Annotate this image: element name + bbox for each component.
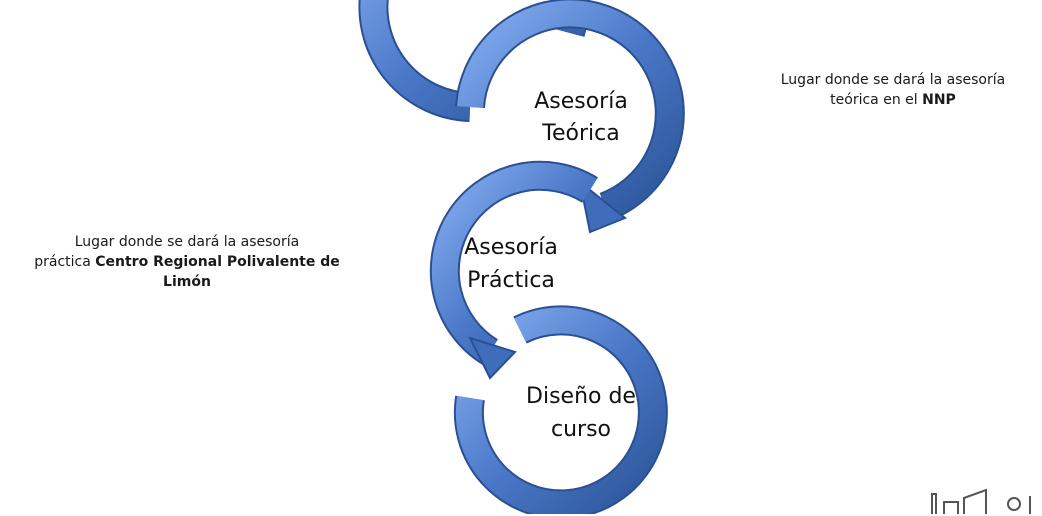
- stage-1-line-1: Asesoría: [534, 89, 628, 114]
- cycle-arrow-3: [453, 305, 668, 514]
- logo-icon: [931, 488, 1031, 514]
- note-left-line-3: Limón: [2, 272, 372, 292]
- stage-2-line-1: Asesoría: [464, 235, 558, 260]
- cycle-arrow-2: [429, 160, 598, 380]
- note-practice-location: Lugar donde se dará la asesoría práctica…: [2, 232, 372, 292]
- stage-2-line-2: Práctica: [467, 268, 555, 293]
- note-right-line-2: teórica en el NNP: [748, 90, 1038, 110]
- note-right-bold: NNP: [922, 92, 956, 108]
- note-left-line-2: práctica Centro Regional Polivalente de: [2, 252, 372, 272]
- stage-1-line-2: Teórica: [541, 121, 619, 146]
- note-left-line-1: Lugar donde se dará la asesoría: [74, 234, 300, 250]
- note-left-bold-2: Limón: [163, 274, 211, 290]
- stage-3-line-1: Diseño de: [526, 384, 636, 409]
- note-theory-location: Lugar donde se dará la asesoría teórica …: [748, 70, 1038, 110]
- stage-3-line-2: curso: [551, 417, 611, 442]
- note-right-line-1: Lugar donde se dará la asesoría: [780, 72, 1006, 88]
- note-right-prefix: teórica en el: [830, 92, 923, 108]
- cycle-arrow-1: [358, 0, 685, 234]
- note-left-bold: Centro Regional Polivalente de: [95, 254, 340, 270]
- note-left-prefix: práctica: [34, 254, 96, 270]
